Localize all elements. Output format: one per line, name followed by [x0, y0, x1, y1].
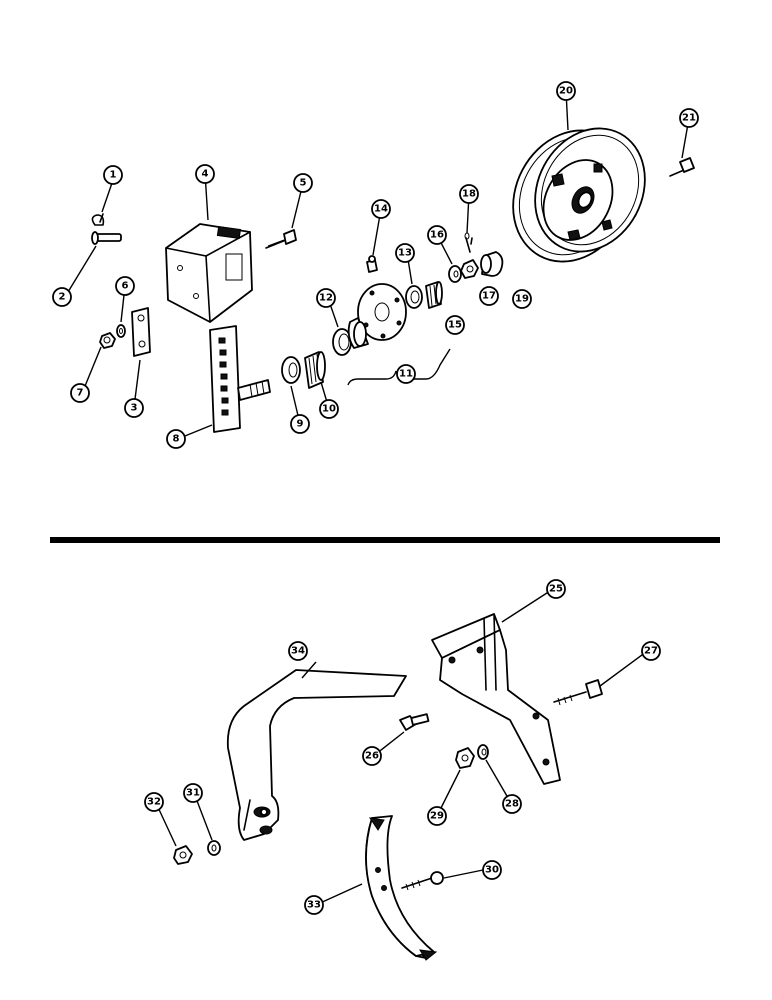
- part-strap-plate: [131, 307, 151, 357]
- part-inner-bearing-cone: [304, 351, 326, 389]
- svg-text:21: 21: [682, 113, 696, 124]
- svg-text:32: 32: [147, 797, 161, 808]
- callout-21: 21: [679, 108, 699, 128]
- part-cotter-pin: [91, 213, 105, 226]
- brace-11: [347, 348, 451, 386]
- part-wheel-bolt: [669, 157, 695, 177]
- callout-34: 34: [288, 641, 308, 661]
- svg-text:9: 9: [297, 419, 304, 430]
- callout-8: 8: [166, 429, 186, 449]
- callout-7: 7: [70, 383, 90, 403]
- part-washer-16: [448, 265, 462, 283]
- callout-1: 1: [103, 165, 123, 185]
- part-outer-bearing-cone: [425, 281, 443, 309]
- svg-text:12: 12: [319, 293, 333, 304]
- part-castle-nut: [460, 259, 479, 279]
- svg-text:29: 29: [430, 811, 444, 822]
- callout-28: 28: [502, 794, 522, 814]
- part-mounting-bracket: [165, 223, 253, 323]
- callout-3: 3: [124, 398, 144, 418]
- part-outer-bearing-cup: [405, 285, 423, 309]
- part-shovel-point: [365, 815, 438, 961]
- callout-4: 4: [195, 164, 215, 184]
- svg-text:7: 7: [77, 388, 84, 399]
- callout-20: 20: [556, 81, 576, 101]
- part-shank-bracket: [431, 613, 561, 785]
- svg-text:16: 16: [430, 230, 444, 241]
- callout-32: 32: [144, 792, 164, 812]
- svg-text:25: 25: [549, 584, 563, 595]
- svg-text:3: 3: [131, 403, 138, 414]
- callout-30: 30: [482, 860, 502, 880]
- callout-15: 15: [445, 315, 465, 335]
- callout-14: 14: [371, 199, 391, 219]
- svg-text:6: 6: [122, 281, 129, 292]
- part-bolt-27: [553, 679, 603, 706]
- callout-31: 31: [183, 783, 203, 803]
- callout-16: 16: [427, 225, 447, 245]
- part-carriage-bolt: [399, 713, 430, 731]
- svg-text:15: 15: [448, 320, 462, 331]
- part-clevis-pin: [91, 231, 122, 245]
- svg-text:17: 17: [482, 291, 496, 302]
- callout-26: 26: [362, 746, 382, 766]
- section-divider: [50, 537, 720, 543]
- svg-text:31: 31: [186, 788, 200, 799]
- svg-text:33: 33: [307, 900, 321, 911]
- part-dust-cap: [480, 251, 504, 277]
- callout-13: 13: [395, 243, 415, 263]
- callout-19: 19: [512, 289, 532, 309]
- part-shank: [226, 669, 407, 841]
- part-washer-6: [116, 324, 126, 338]
- svg-text:11: 11: [399, 369, 413, 380]
- svg-text:1: 1: [110, 170, 117, 181]
- part-wheel-hub: [347, 283, 407, 349]
- part-adjustment-bar: [209, 325, 271, 433]
- callout-10: 10: [319, 399, 339, 419]
- callout-2: 2: [52, 287, 72, 307]
- part-nut-7: [99, 332, 116, 349]
- callout-29: 29: [427, 806, 447, 826]
- svg-text:14: 14: [374, 204, 388, 215]
- svg-text:34: 34: [291, 646, 305, 657]
- part-nut-32: [173, 845, 193, 865]
- callout-9: 9: [290, 414, 310, 434]
- callout-6: 6: [115, 276, 135, 296]
- callout-5: 5: [293, 173, 313, 193]
- svg-text:18: 18: [462, 189, 476, 200]
- svg-text:10: 10: [322, 404, 336, 415]
- svg-text:13: 13: [398, 248, 412, 259]
- part-wheel-rim: [512, 127, 646, 263]
- callout-33: 33: [304, 895, 324, 915]
- svg-text:5: 5: [300, 178, 307, 189]
- part-washer-28: [477, 744, 489, 760]
- svg-text:4: 4: [202, 169, 209, 180]
- svg-text:2: 2: [59, 292, 66, 303]
- callout-27: 27: [641, 641, 661, 661]
- part-washer-31: [207, 840, 221, 856]
- callout-12: 12: [316, 288, 336, 308]
- svg-text:26: 26: [365, 751, 379, 762]
- callout-18: 18: [459, 184, 479, 204]
- svg-text:20: 20: [559, 86, 573, 97]
- svg-text:8: 8: [173, 434, 180, 445]
- svg-text:19: 19: [515, 294, 529, 305]
- part-nut-29: [455, 747, 475, 769]
- part-cotter-pin-18: [464, 232, 473, 253]
- part-seal: [281, 356, 301, 384]
- part-bolt-5: [265, 229, 297, 249]
- part-plow-bolt: [401, 871, 444, 891]
- callout-25: 25: [546, 579, 566, 599]
- callout-17: 17: [479, 286, 499, 306]
- part-grease-fitting: [366, 255, 378, 273]
- svg-text:27: 27: [644, 646, 658, 657]
- svg-text:28: 28: [505, 799, 519, 810]
- svg-text:30: 30: [485, 865, 499, 876]
- callout-11: 11: [396, 364, 416, 384]
